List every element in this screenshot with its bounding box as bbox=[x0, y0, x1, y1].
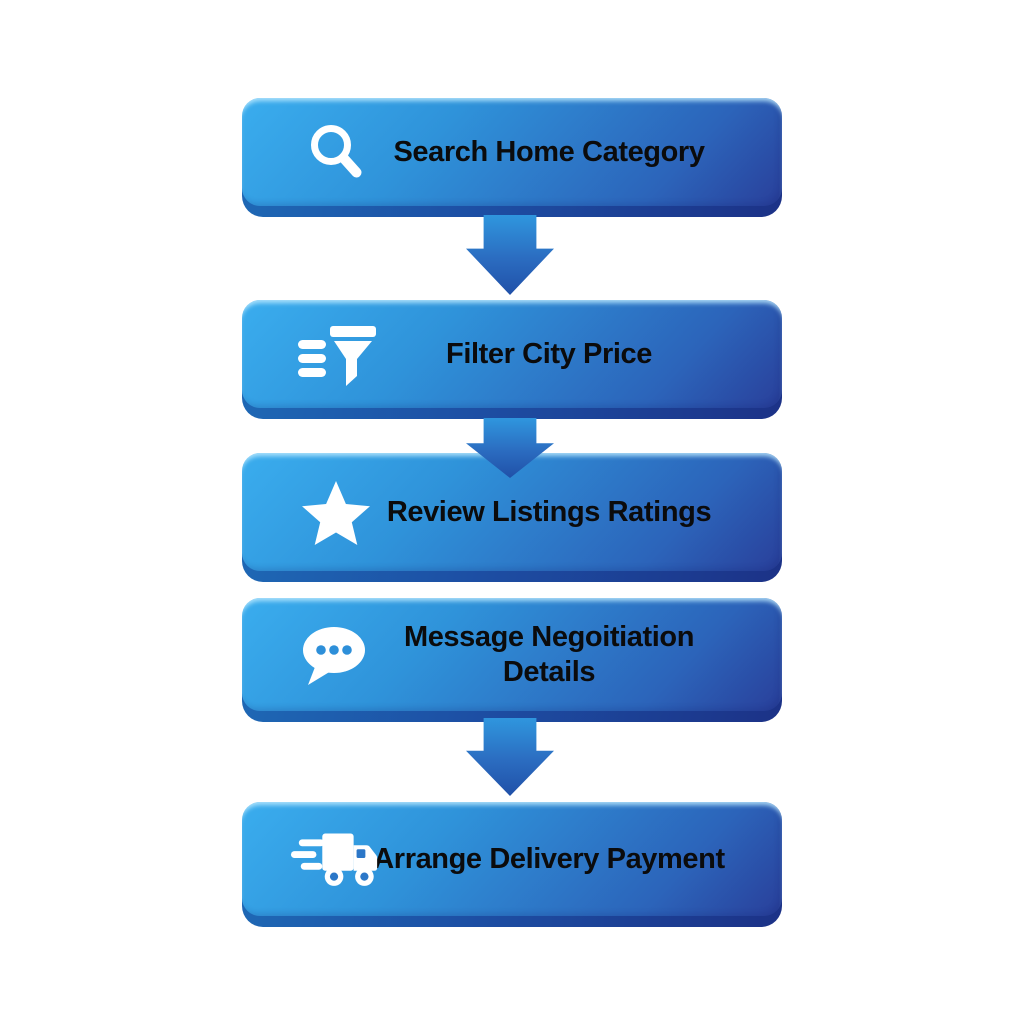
star-icon bbox=[288, 453, 384, 571]
chat-bubble-icon bbox=[288, 598, 384, 711]
down-arrow-icon bbox=[466, 718, 554, 796]
step-label: Search Home Category bbox=[393, 135, 705, 168]
step-box-search: Search Home Category bbox=[242, 98, 782, 217]
delivery-truck-icon bbox=[288, 802, 384, 916]
step-box-message: Message Negoitiation Details bbox=[242, 598, 782, 722]
step-label: Filter City Price bbox=[446, 337, 652, 370]
step-box-delivery: Arrange Delivery Payment bbox=[242, 802, 782, 927]
down-arrow-icon bbox=[466, 215, 554, 295]
step-label: Review Listings Ratings bbox=[386, 495, 712, 528]
box-face bbox=[242, 300, 782, 408]
search-icon bbox=[288, 98, 384, 206]
step-label: Arrange Delivery Payment bbox=[373, 842, 725, 875]
step-label: Message Negoitiation Details bbox=[403, 621, 695, 688]
box-face bbox=[242, 98, 782, 206]
filter-icon bbox=[288, 300, 384, 408]
step-box-filter: Filter City Price bbox=[242, 300, 782, 419]
